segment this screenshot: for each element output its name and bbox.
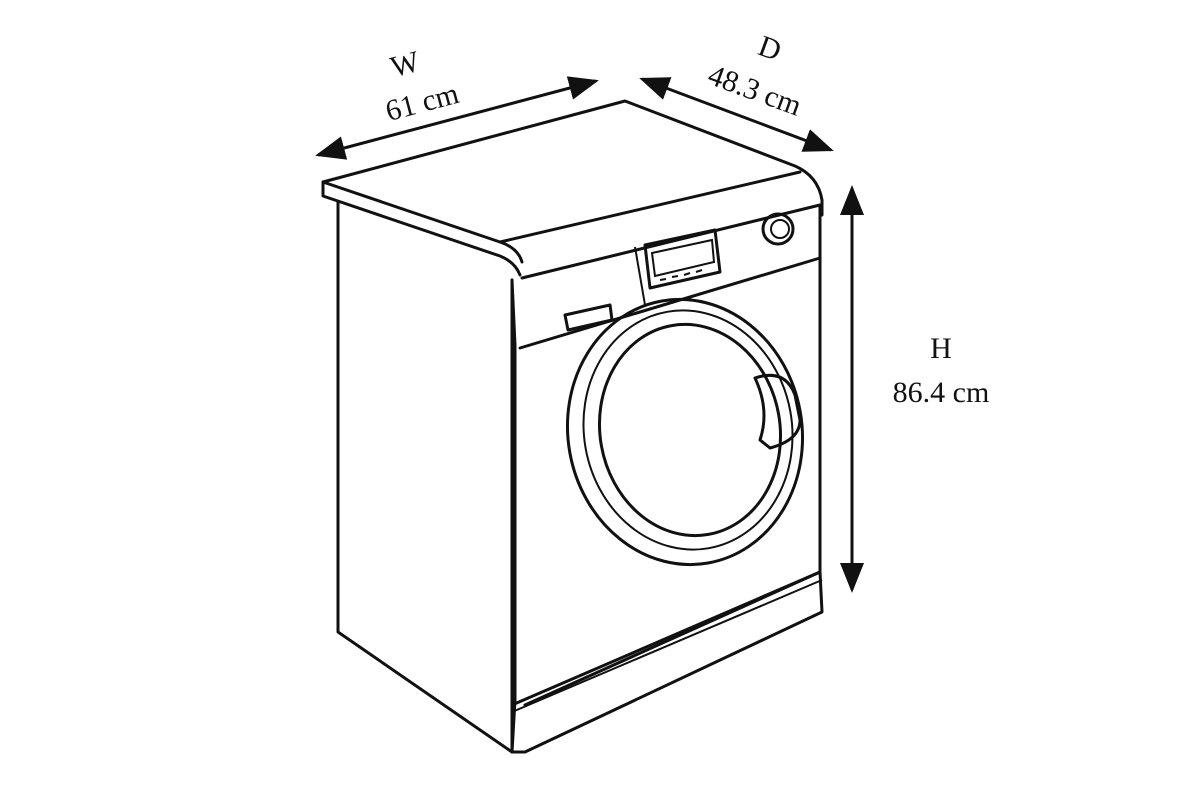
depth-value: 48.3 cm: [704, 58, 806, 122]
washing-machine: [321, 99, 824, 754]
height-value: 86.4 cm: [893, 376, 990, 409]
front-panel: [510, 203, 822, 754]
plinth-line: [511, 579, 823, 713]
console-divider: [634, 246, 646, 306]
door-handle: [753, 373, 802, 450]
height-letter: H: [930, 332, 952, 365]
depth-letter: D: [754, 29, 786, 67]
depth-arrow: [639, 77, 834, 152]
display-panel: [643, 228, 722, 290]
door: [565, 297, 805, 567]
width-arrow: [315, 76, 599, 160]
top-surface: [321, 99, 824, 277]
left-side: [336, 200, 514, 754]
console-bottom-edge: [518, 256, 822, 350]
detergent-drawer-handle: [563, 303, 614, 332]
width-letter: W: [387, 45, 424, 84]
plinth: [510, 570, 824, 754]
dial-knob-icon: [761, 212, 795, 246]
top-front-edge: [321, 170, 802, 264]
